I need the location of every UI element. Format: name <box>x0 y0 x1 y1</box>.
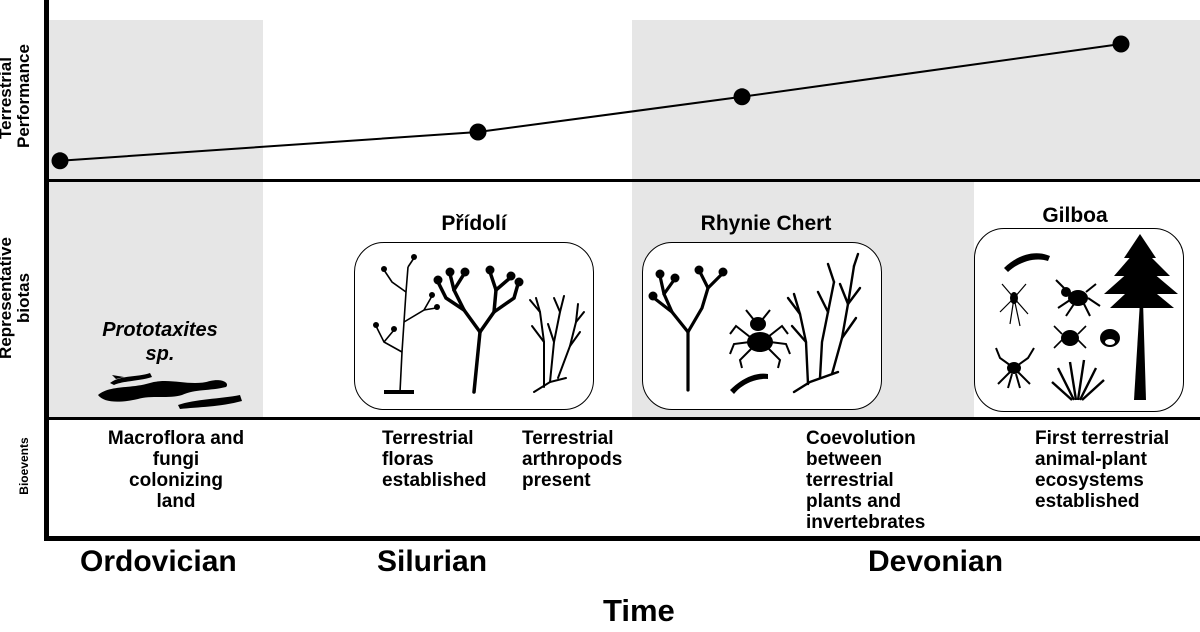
ordovician-shade <box>48 20 263 418</box>
performance-trend-line <box>59 43 1122 162</box>
performance-chart <box>51 35 1130 170</box>
rhynie-label: Rhynie Chert <box>700 212 832 235</box>
bioevent-arthropods: Terrestrial arthropods present <box>522 428 623 491</box>
rhynie-organisms-icon <box>648 252 862 394</box>
bioevent-coevolution: Coevolution between terrestrial plants a… <box>806 428 926 533</box>
prototaxites-fossil-icon <box>98 373 242 409</box>
pridoli-plants-icon <box>373 254 585 394</box>
bioevents-axis-label: Bioevents <box>17 437 31 495</box>
time-axis-label: Time <box>603 593 675 628</box>
performance-point-rhynie <box>733 88 751 106</box>
biotas-axis-label: Representative biotas <box>0 237 33 359</box>
divider-biotas <box>44 417 1200 420</box>
bioevent-floras: Terrestrial floras established <box>382 428 487 491</box>
period-ordovician: Ordovician <box>80 545 237 578</box>
performance-point-gilboa <box>1112 35 1130 53</box>
x-axis-line <box>44 536 1200 541</box>
prototaxites-label: Prototaxites sp. <box>102 319 218 365</box>
period-devonian: Devonian <box>868 545 1004 578</box>
period-silurian: Silurian <box>377 545 488 578</box>
y-axis-line <box>44 0 49 541</box>
performance-point-ordovician <box>51 152 69 170</box>
bioevent-macroflora: Macroflora and fungi colonizing land <box>107 428 245 512</box>
bioevent-first-ecosystems: First terrestrial animal-plant ecosystem… <box>1035 428 1170 512</box>
pridoli-label: Přídolí <box>441 212 507 235</box>
gilboa-ecosystem-icon <box>995 234 1178 401</box>
gilboa-label: Gilboa <box>1042 204 1108 227</box>
divider-performance <box>44 179 1200 182</box>
performance-point-pridoli <box>469 123 487 141</box>
